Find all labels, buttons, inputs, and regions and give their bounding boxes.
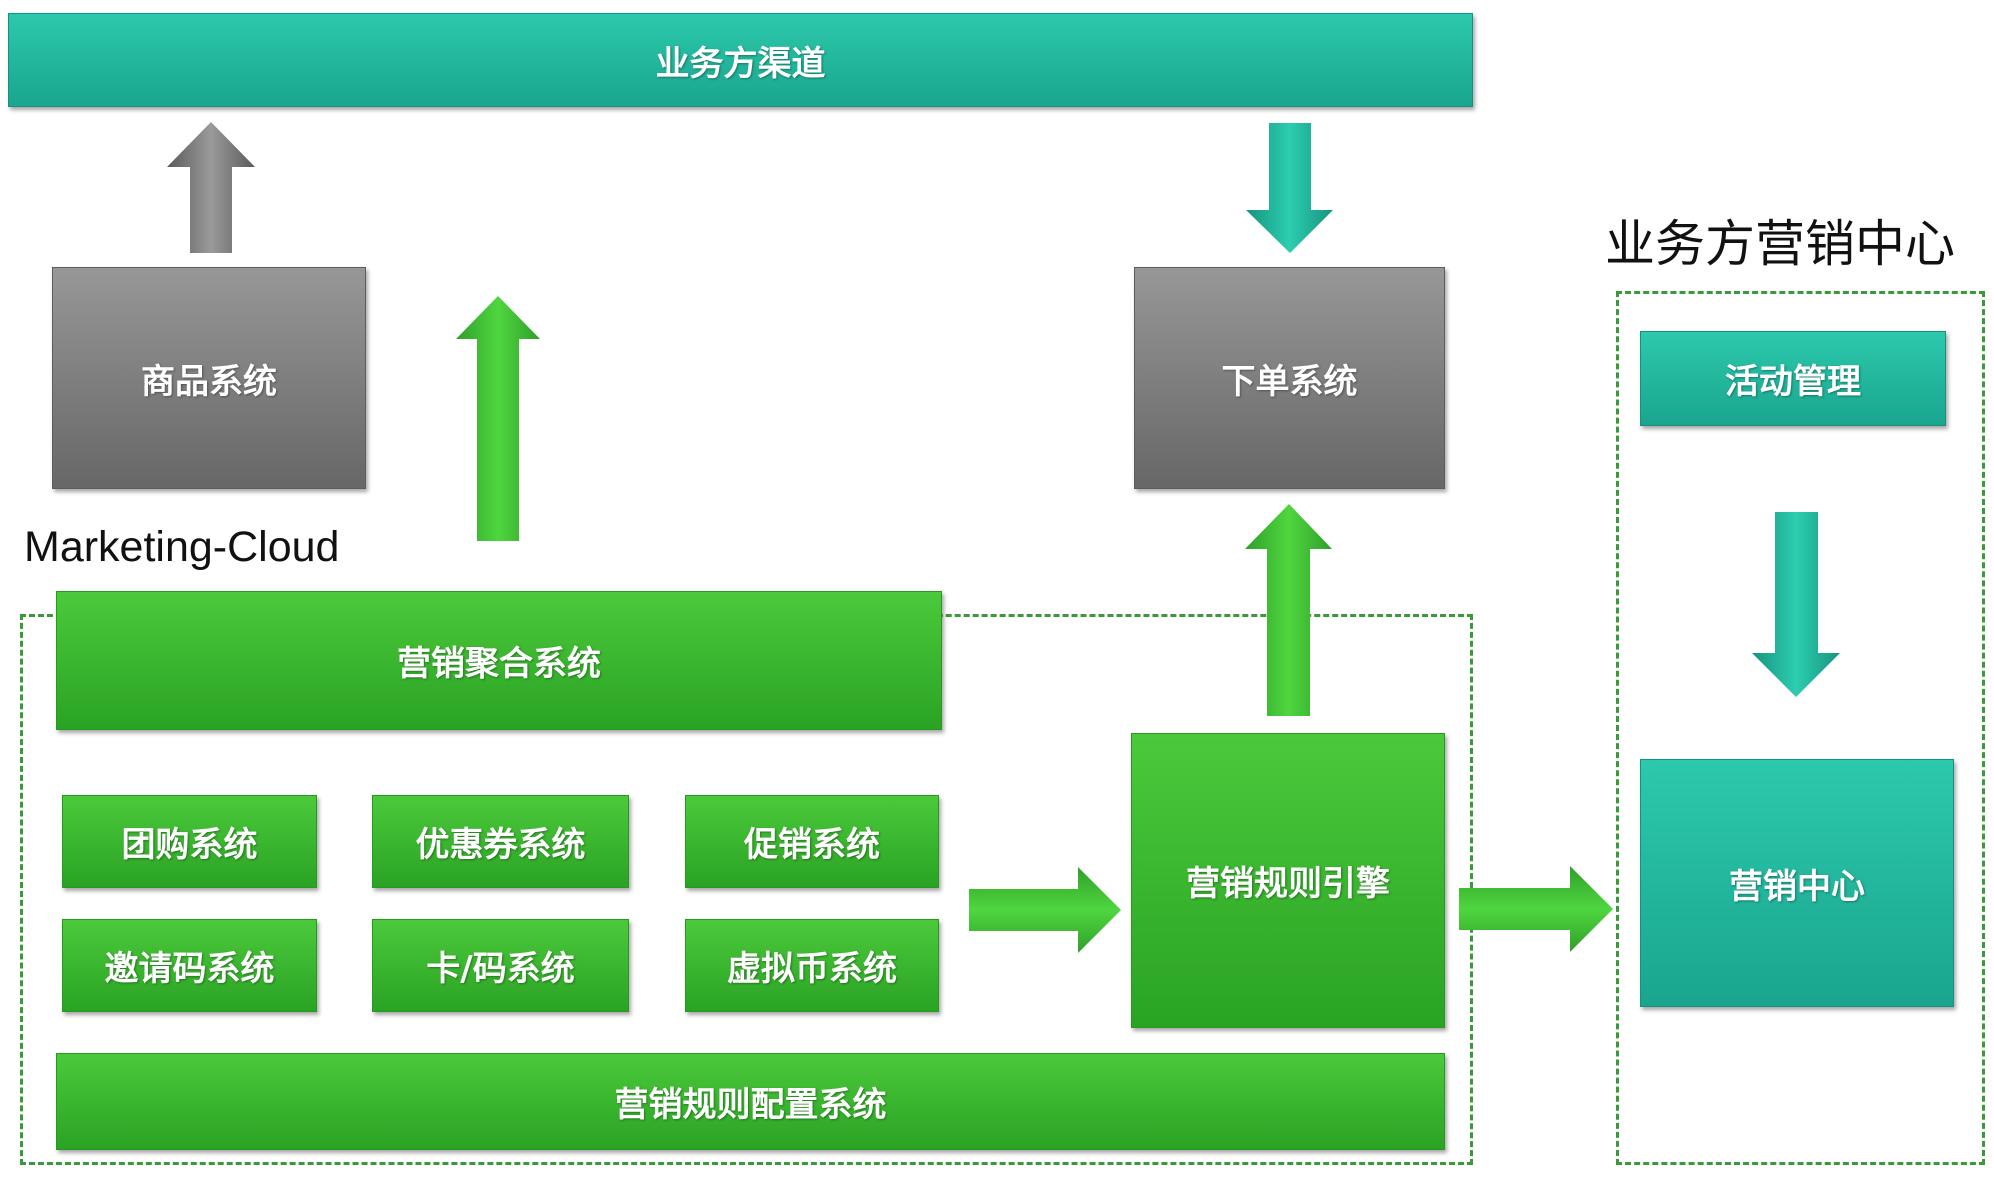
- order-system-label: 下单系统: [1221, 361, 1358, 402]
- order-system-box: 下单系统: [1134, 267, 1445, 489]
- marketing-cloud-title: Marketing-Cloud: [24, 523, 340, 571]
- marketing-center-label: 营销中心: [1729, 866, 1865, 907]
- virtual-currency-label: 虚拟币系统: [727, 949, 897, 989]
- business-channel-label: 业务方渠道: [655, 43, 826, 84]
- activity-management-box: 活动管理: [1640, 331, 1946, 426]
- rule-engine-box: 营销规则引擎: [1131, 733, 1445, 1028]
- product-system-label: 商品系统: [141, 361, 277, 402]
- marketing-aggregation-box: 营销聚合系统: [56, 591, 942, 730]
- invite-code-label: 邀请码系统: [104, 949, 275, 989]
- arrow-right-engine-to-center: [1459, 866, 1613, 952]
- business-marketing-center-title: 业务方营销中心: [1605, 216, 1955, 272]
- coupon-label: 优惠券系统: [415, 825, 586, 865]
- rule-engine-label: 营销规则引擎: [1186, 864, 1390, 904]
- card-code-box: 卡/码系统: [372, 919, 629, 1012]
- product-system-box: 商品系统: [52, 267, 366, 489]
- invite-code-box: 邀请码系统: [62, 919, 317, 1012]
- card-code-label: 卡/码系统: [426, 949, 575, 989]
- group-buy-box: 团购系统: [62, 795, 317, 888]
- promotion-box: 促销系统: [685, 795, 939, 888]
- business-channel-box: 业务方渠道: [8, 13, 1473, 107]
- arrow-up-product-to-channel: [167, 122, 255, 253]
- rule-config-label: 营销规则配置系统: [614, 1085, 887, 1125]
- rule-config-box: 营销规则配置系统: [56, 1053, 1445, 1150]
- group-buy-label: 团购系统: [121, 825, 258, 865]
- arrow-up-aggregation: [456, 296, 540, 541]
- virtual-currency-box: 虚拟币系统: [685, 919, 939, 1012]
- marketing-aggregation-label: 营销聚合系统: [397, 644, 601, 684]
- arrow-down-channel-to-order: [1246, 123, 1333, 253]
- coupon-box: 优惠券系统: [372, 795, 629, 888]
- activity-management-label: 活动管理: [1725, 362, 1861, 402]
- business-marketing-center-container: [1616, 291, 1985, 1165]
- marketing-center-box: 营销中心: [1640, 759, 1954, 1007]
- promotion-label: 促销系统: [744, 825, 880, 865]
